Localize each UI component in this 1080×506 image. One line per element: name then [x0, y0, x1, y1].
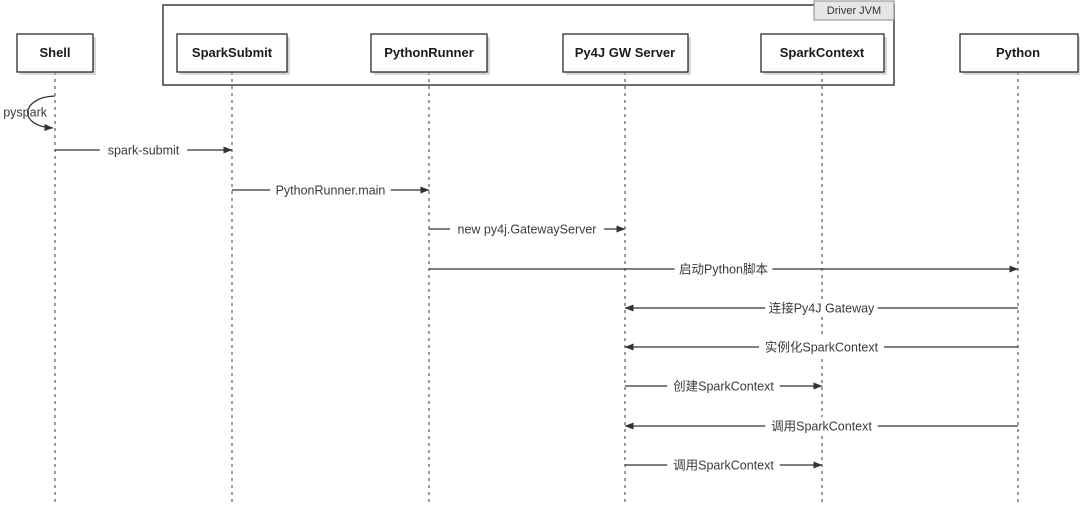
message-label: new py4j.GatewayServer — [458, 222, 597, 236]
participant-box — [760, 33, 885, 73]
participant-box — [562, 33, 689, 73]
participant-shell[interactable]: Shell — [16, 33, 96, 75]
driver-jvm-group: Driver JVM — [162, 0, 895, 86]
participant-box — [176, 33, 288, 73]
participant-box — [370, 33, 488, 73]
participant-label: SparkContext — [780, 45, 865, 60]
message-label-backdrop — [668, 377, 779, 395]
participant-python[interactable]: Python — [959, 33, 1080, 75]
message-m2[interactable]: PythonRunner.main — [232, 181, 430, 199]
message-label-backdrop — [760, 338, 883, 356]
message-label-backdrop — [451, 220, 603, 238]
message-label-backdrop — [100, 141, 187, 159]
message-m7[interactable]: 创建SparkContext — [625, 377, 823, 395]
message-m0[interactable]: pyspark — [3, 95, 56, 132]
participant-label: Py4J GW Server — [575, 45, 675, 60]
participant-pythonrunner[interactable]: PythonRunner — [370, 33, 490, 75]
message-label: PythonRunner.main — [276, 183, 386, 197]
message-label: 调用SparkContext — [673, 458, 774, 472]
message-label: 连接Py4J Gateway — [769, 300, 875, 315]
driver-jvm-group-label: Driver JVM — [827, 5, 881, 17]
message-m9[interactable]: 调用SparkContext — [625, 456, 823, 474]
participant-py4jgwserver[interactable]: Py4J GW Server — [562, 33, 691, 75]
participant-sparkcontext[interactable]: SparkContext — [760, 33, 887, 75]
message-m4[interactable]: 启动Python脚本 — [429, 260, 1019, 278]
message-m5[interactable]: 连接Py4J Gateway — [624, 299, 1018, 317]
self-message-arc — [27, 95, 56, 132]
message-m8[interactable]: 调用SparkContext — [624, 417, 1018, 435]
message-label-backdrop — [766, 299, 877, 317]
participant-label: PythonRunner — [384, 45, 474, 60]
message-label-backdrop — [271, 181, 390, 199]
message-label: 创建SparkContext — [673, 379, 774, 393]
participant-sparksubmit[interactable]: SparkSubmit — [176, 33, 290, 75]
participant-box — [959, 33, 1079, 73]
message-m3[interactable]: new py4j.GatewayServer — [429, 220, 626, 238]
driver-jvm-group-box — [162, 4, 895, 86]
message-label-backdrop — [668, 456, 779, 474]
message-m6[interactable]: 实例化SparkContext — [624, 338, 1018, 356]
message-label-backdrop — [766, 417, 877, 435]
driver-jvm-group-tab — [813, 0, 895, 21]
participant-label: Shell — [39, 45, 70, 60]
message-label: pyspark — [3, 105, 48, 119]
message-m1[interactable]: spark-submit — [55, 141, 233, 159]
message-label: 实例化SparkContext — [765, 339, 879, 354]
message-label: spark-submit — [108, 143, 180, 157]
participant-label: Python — [996, 45, 1040, 60]
participants-layer: Shell SparkSubmit PythonRunner Py4J GW Serv… — [16, 33, 1080, 75]
message-label-backdrop — [675, 260, 772, 278]
lifelines-layer — [54, 72, 1019, 506]
message-label: 调用SparkContext — [771, 419, 872, 433]
participant-box — [16, 33, 94, 73]
participant-label: SparkSubmit — [192, 45, 273, 60]
message-label: 启动Python脚本 — [679, 261, 768, 276]
